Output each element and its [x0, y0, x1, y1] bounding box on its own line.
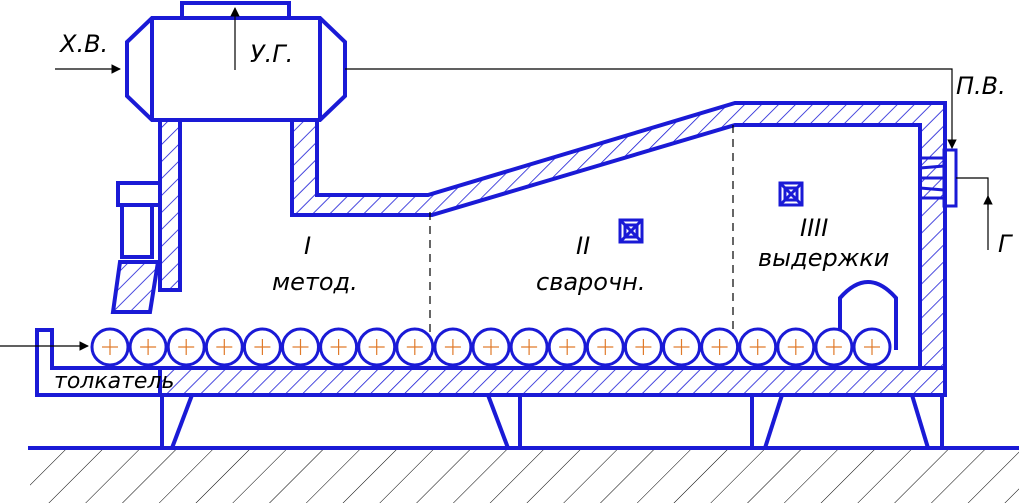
- label-pusher: толкатель: [54, 369, 174, 394]
- zone-2-number: II: [576, 232, 590, 260]
- furnace-hearth: [35, 328, 947, 397]
- billet: [433, 327, 473, 367]
- billet: [700, 327, 740, 367]
- zone-3-name: выдержки: [758, 244, 889, 272]
- billet: [166, 327, 206, 367]
- label-hot-air: П.В.: [956, 72, 1006, 100]
- zone-1-number: I: [304, 232, 311, 260]
- billet: [395, 327, 435, 367]
- label-gas: Г: [998, 230, 1013, 258]
- zone-2-name: сварочн.: [536, 268, 645, 296]
- support-legs: [160, 394, 944, 449]
- billet: [242, 327, 282, 367]
- observation-port-icon: [778, 181, 804, 207]
- billet: [585, 327, 625, 367]
- observation-port-icon: [618, 218, 644, 244]
- ground: [28, 446, 1019, 503]
- billet: [662, 327, 701, 367]
- billet: [204, 327, 244, 367]
- billet: [357, 327, 397, 367]
- billet: [623, 327, 663, 367]
- billet: [776, 327, 816, 367]
- label-flue-gas: У.Г.: [250, 40, 293, 68]
- recuperator: [125, 1, 347, 122]
- billet: [509, 327, 549, 367]
- billet: [738, 327, 778, 367]
- label-cold-air: Х.В.: [58, 30, 108, 58]
- discharge-window: [838, 280, 898, 350]
- billet: [90, 327, 130, 367]
- furnace-walls: [110, 101, 947, 370]
- billet: [128, 327, 168, 367]
- billet-row: [90, 327, 892, 367]
- billet: [319, 327, 359, 367]
- billet: [547, 327, 587, 367]
- flow-arrows: [0, 7, 993, 351]
- billet: [814, 327, 854, 367]
- zone-3-number: IIII: [800, 214, 828, 242]
- billet: [852, 327, 892, 367]
- billet: [471, 327, 511, 367]
- billet: [281, 327, 320, 367]
- gas-burner: [919, 148, 958, 208]
- zone-1-name: метод.: [272, 268, 358, 296]
